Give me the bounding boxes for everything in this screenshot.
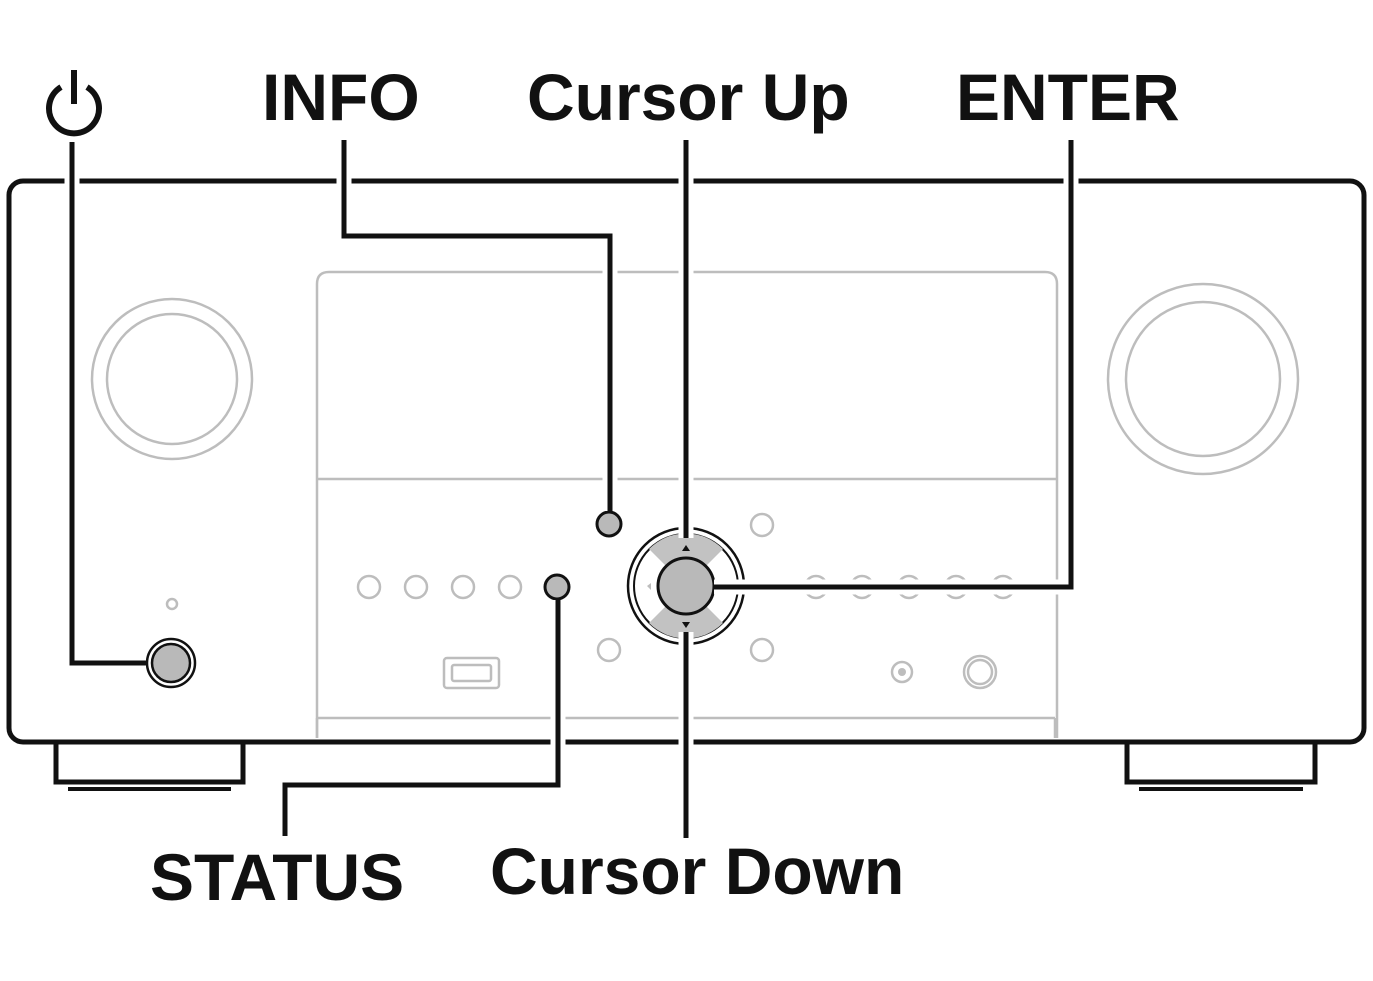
right-foot	[1124, 744, 1318, 785]
volume-knob-inner	[1124, 300, 1282, 458]
info-leader-line	[341, 140, 613, 511]
panel-button-bottom-left	[596, 637, 622, 663]
leader-lines	[64, 140, 1079, 838]
cursor-up-label: Cursor Up	[527, 60, 850, 134]
cursor-left-arrow-icon	[647, 583, 651, 590]
info-label: INFO	[262, 60, 420, 134]
enter-label: ENTER	[956, 60, 1180, 134]
status-button[interactable]	[543, 573, 571, 601]
left-foot	[53, 744, 246, 785]
enter-button[interactable]	[656, 556, 716, 616]
panel-button-4	[497, 574, 523, 600]
status-label: STATUS	[150, 840, 405, 914]
input-selector-knob-outer	[90, 297, 254, 461]
headphone-jack-outer	[962, 654, 998, 690]
standby-indicator	[165, 597, 179, 611]
cursor-up-arrow-icon	[682, 545, 690, 551]
panel-button-top-right	[749, 512, 775, 538]
panel-button-bottom-right	[749, 637, 775, 663]
info-button[interactable]	[595, 510, 623, 538]
panel-button-1	[356, 574, 382, 600]
volume-knob-outer	[1106, 282, 1300, 476]
cursor-down-segment[interactable]	[649, 604, 723, 639]
cursor-down-label: Cursor Down	[490, 834, 905, 908]
cursor-down-arrow-icon	[682, 622, 690, 628]
headphone-jack-inner	[966, 658, 994, 686]
usb-port-outer	[442, 656, 501, 690]
faint-details	[90, 270, 1300, 738]
power-leader-line	[69, 142, 146, 666]
power-icon	[46, 70, 102, 137]
input-selector-knob-inner	[105, 312, 239, 446]
usb-port-inner	[450, 663, 493, 683]
panel-button-2	[403, 574, 429, 600]
panel-button-3	[450, 574, 476, 600]
power-button[interactable]	[150, 642, 192, 684]
setup-mic-jack-inner	[898, 668, 906, 676]
setup-mic-jack-outer	[890, 660, 914, 684]
enter-leader-line	[714, 140, 1074, 590]
status-leader-line	[282, 600, 561, 836]
